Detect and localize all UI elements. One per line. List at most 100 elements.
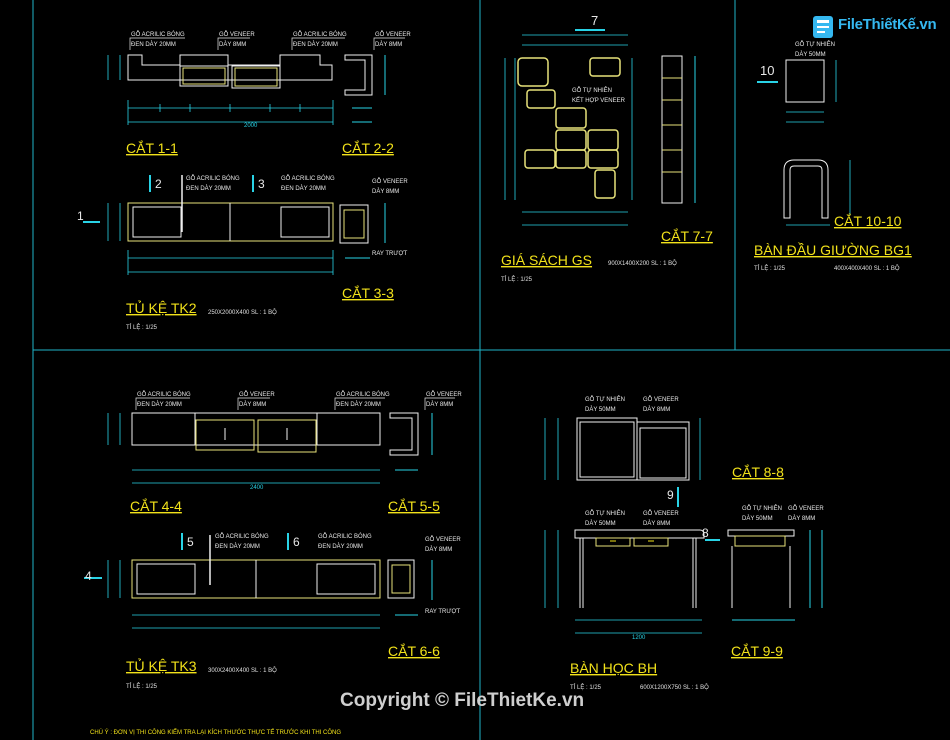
section-marker-10: 10 (760, 63, 774, 78)
section-title-7-7: CẮT 7-7 (661, 227, 713, 244)
product-title-tk2: TỦ KỆ TK2 (126, 299, 197, 316)
product-spec-bg1: 400X400X400 SL : 1 BỘ (834, 265, 900, 272)
callout-veneer-2b: DÀY 8MM (375, 41, 402, 48)
section-title-3-3: CẮT 3-3 (342, 284, 394, 301)
product-spec-bh: 600X1200X750 SL : 1 BỘ (640, 684, 709, 691)
section-marker-4: 4 (85, 569, 92, 583)
nightstand-section-view (783, 159, 829, 219)
desk-elevation (574, 529, 705, 608)
plan-view-tk2 (127, 175, 334, 242)
section-marker-5: 5 (187, 535, 194, 549)
section-title-4-4: CẮT 4-4 (130, 497, 182, 514)
dimension-total-tk3: 2400 (250, 485, 264, 491)
callout-acrylic-6: GỖ ACRILIC BÓNG (336, 391, 390, 398)
callout-acrylic-4: GỖ ACRILIC BÓNG (281, 175, 335, 182)
callout-ray-2: RAY TRƯỢT (425, 609, 461, 615)
callout-veneer-5: GỖ VENEER (239, 391, 275, 398)
callout-lines-1-1 (129, 37, 405, 50)
callout-acrylic-7b: ĐEN DÀY 20MM (215, 543, 260, 550)
dimension-lines-gs (504, 34, 633, 226)
section-6-6 (387, 559, 433, 616)
section-5-5 (389, 412, 433, 471)
callout-veneer-3: GỖ VENEER (372, 178, 408, 185)
site-logo[interactable] (812, 14, 927, 40)
section-title-6-6: CẮT 6-6 (388, 642, 440, 659)
section-7-7 (661, 55, 696, 204)
section-marker-2: 2 (155, 177, 162, 191)
callout-veneer-7b: DÀY 8MM (425, 546, 452, 553)
callout-bh-12: DÀY 8MM (788, 515, 815, 522)
callout-veneer-6: GỖ VENEER (426, 391, 462, 398)
logo-text[interactable]: FileThiếtKế.vn (838, 16, 937, 33)
dimension-total-bh: 1200 (632, 635, 646, 641)
product-spec-gs: 900X1400X200 SL : 1 BỘ (608, 260, 677, 267)
callout-bh-3: GỖ VENEER (643, 396, 679, 403)
callout-acrylic-8b: ĐEN DÀY 20MM (318, 543, 363, 550)
panel-bg1: 10 GỖ TỰ NHIÊN DÀY 50MM CẮT 10-10 BÀN ĐẦ… (754, 40, 912, 272)
construction-note: CHÚ Ý : ĐƠN VỊ THI CÔNG KIỂM TRA LẠI KÍC… (90, 730, 342, 736)
callout-veneer-2: GỖ VENEER (375, 31, 411, 38)
dimension-lines-bh-top (544, 418, 701, 480)
section-marker-6: 6 (293, 535, 300, 549)
callout-acrylic-7: GỖ ACRILIC BÓNG (215, 533, 269, 540)
callout-bh-1: GỖ TỰ NHIÊN (585, 395, 625, 403)
callout-acrylic-8: GỖ ACRILIC BÓNG (318, 533, 372, 540)
callout-gs-1: GỖ TỰ NHIÊN (572, 86, 612, 94)
callout-acrylic-1b: ĐEN DÀY 20MM (131, 41, 176, 48)
plan-view-tk3 (131, 535, 381, 599)
desk-top-view (576, 417, 690, 481)
section-title-2-2: CẮT 2-2 (342, 139, 394, 156)
callout-bh-9: GỖ TỰ NHIÊN (742, 504, 782, 512)
dimension-total-tk2: 2000 (244, 123, 258, 129)
callout-bh-6: DÀY 50MM (585, 520, 616, 527)
section-marker-1: 1 (77, 209, 84, 223)
section-title-5-5: CẮT 5-5 (388, 497, 440, 514)
callout-acrylic-5: GỖ ACRILIC BÓNG (137, 391, 191, 398)
callout-bh-8: DÀY 8MM (643, 520, 670, 527)
section-9-9 (727, 529, 823, 621)
callout-acrylic-1: GỖ ACRILIC BÓNG (131, 31, 185, 38)
product-title-bh: BÀN HỌC BH (570, 660, 657, 676)
dimension-lines-1-1 (107, 55, 334, 125)
section-marker-3: 3 (258, 177, 265, 191)
callout-bh-10: DÀY 50MM (742, 515, 773, 522)
callout-acrylic-2b: ĐEN DÀY 20MM (293, 41, 338, 48)
section-marker-9: 9 (667, 488, 674, 502)
section-title-8-8: CẮT 8-8 (732, 463, 784, 480)
callout-gs-2: KẾT HỢP VENEER (572, 97, 626, 104)
section-title-10-10: CẮT 10-10 (834, 212, 902, 229)
dimension-lines-plan-tk2 (107, 203, 334, 275)
callout-bh-11: GỖ VENEER (788, 505, 824, 512)
callout-acrylic-2: GỖ ACRILIC BÓNG (293, 31, 347, 38)
callout-veneer-6b: DÀY 8MM (426, 401, 453, 408)
callout-bh-5: GỖ TỰ NHIÊN (585, 509, 625, 517)
callout-veneer-7: GỖ VENEER (425, 536, 461, 543)
product-spec-tk2: 250X2000X400 SL : 1 BỘ (208, 309, 277, 316)
panel-tk2: GỖ ACRILIC BÓNG ĐEN DÀY 20MM GỖ VENEER D… (77, 31, 411, 331)
product-scale-bg1: TỈ LỆ : 1/25 (754, 264, 786, 272)
panel-gs: 7 GỖ TỰ NHIÊN KẾT HỢP VENEER (501, 13, 713, 283)
product-scale-tk3: TỈ LỆ : 1/25 (126, 682, 158, 690)
dimension-lines-bg1 (786, 60, 851, 226)
callout-bh-7: GỖ VENEER (643, 510, 679, 517)
callout-acrylic-4b: ĐEN DÀY 20MM (281, 185, 326, 192)
callout-veneer-1: GỖ VENEER (219, 31, 255, 38)
panel-bh: GỖ TỰ NHIÊN DÀY 50MM GỖ VENEER DÀY 8MM C… (544, 395, 824, 691)
sheet-frame (32, 0, 950, 740)
elevation-1-1 (127, 54, 333, 89)
section-title-9-9: CẮT 9-9 (731, 642, 783, 659)
section-marker-8: 8 (702, 526, 709, 540)
elevation-4-4 (131, 412, 381, 453)
callout-bh-4: DÀY 8MM (643, 406, 670, 413)
panel-tk3: GỖ ACRILIC BÓNG ĐEN DÀY 20MM GỖ VENEER D… (84, 391, 462, 690)
product-scale-tk2: TỈ LỆ : 1/25 (126, 323, 158, 331)
callout-acrylic-6b: ĐEN DÀY 20MM (336, 401, 381, 408)
product-title-bg1: BÀN ĐẦU GIƯỜNG BG1 (754, 242, 912, 258)
bookshelf-elevation (517, 57, 621, 199)
section-2-2 (344, 54, 386, 123)
callout-ray: RAY TRƯỢT (372, 251, 408, 257)
dimension-lines-bh-elev (544, 530, 702, 634)
product-scale-gs: TỈ LỆ : 1/25 (501, 275, 533, 283)
callout-veneer-5b: DÀY 8MM (239, 401, 266, 408)
